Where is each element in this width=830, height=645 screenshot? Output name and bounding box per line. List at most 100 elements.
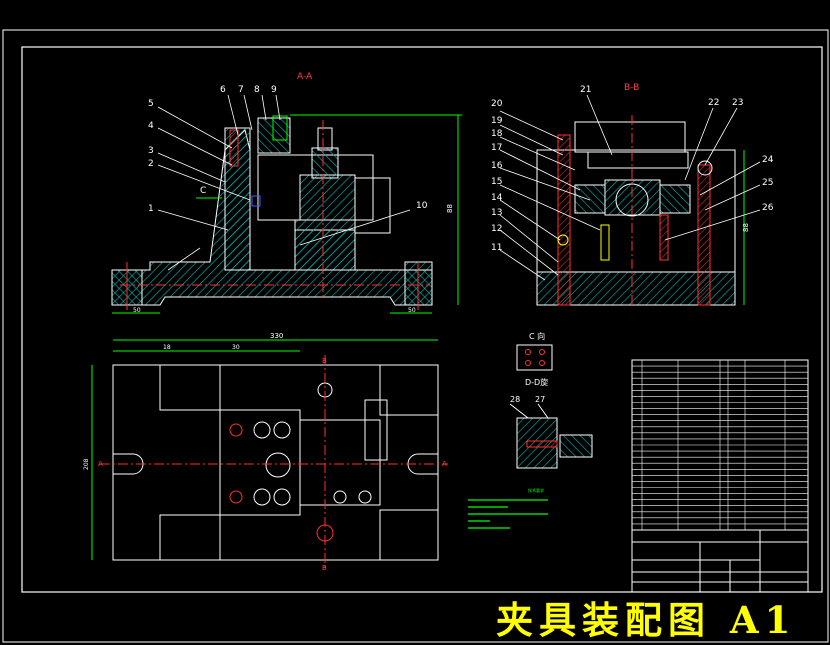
- callout-7: 7: [238, 85, 244, 95]
- callout-27: 27: [535, 395, 545, 404]
- callout-26: 26: [762, 203, 774, 213]
- callout-15: 15: [491, 177, 502, 187]
- bb-left-washer: [557, 234, 569, 246]
- plan-right-post: [364, 399, 388, 461]
- aa-right-part: [354, 177, 391, 234]
- aa-dim-height: 88: [446, 204, 454, 213]
- callout-8: 8: [254, 85, 260, 95]
- arrow-a-right: A: [442, 460, 447, 468]
- aa-bolt-top: [317, 127, 333, 151]
- aa-blue-pin: [251, 195, 261, 207]
- dd-leader-28: [509, 403, 529, 419]
- callout-16: 16: [491, 161, 503, 171]
- dd-leader-27: [537, 403, 549, 419]
- plan-left-slot-top: [159, 364, 221, 411]
- view-c: C 向: [516, 331, 553, 371]
- bb-body: [536, 149, 736, 273]
- plan-hole-3: [253, 421, 271, 439]
- callout-20: 20: [491, 99, 503, 109]
- view-bb-title: B-B: [624, 83, 639, 93]
- plan-disc: [265, 452, 291, 478]
- callout-5: 5: [148, 99, 154, 109]
- c-view-hole-3: [525, 360, 531, 366]
- callout-24: 24: [762, 155, 774, 165]
- aa-leaders: [157, 94, 411, 271]
- bb-right-pad: [659, 184, 691, 214]
- plan-outline: [112, 364, 439, 561]
- bb-right-wheel: [697, 160, 713, 176]
- bb-red-column-r: [697, 164, 711, 306]
- plan-left-slot-bot: [159, 514, 221, 561]
- callout-14: 14: [491, 193, 503, 203]
- bb-leaders: [499, 94, 761, 281]
- aa-green-part: [272, 115, 288, 141]
- view-dd-title: D-D旋: [525, 377, 548, 387]
- callout-21: 21: [580, 85, 591, 95]
- view-aa-title: A-A: [297, 72, 313, 82]
- parts-list: [631, 359, 809, 531]
- plan-right-bolt: [333, 490, 347, 504]
- drawing-title-caption: 夹具装配图 A1: [496, 598, 797, 642]
- plan-dim-width: 330: [270, 332, 283, 340]
- aa-workpiece: [294, 219, 356, 271]
- bb-red-column: [557, 134, 571, 306]
- callout-17: 17: [491, 143, 502, 153]
- callout-25: 25: [762, 178, 773, 188]
- arrow-b-top: B: [322, 357, 327, 365]
- inner-frame: [21, 46, 823, 593]
- callout-28: 28: [510, 395, 520, 404]
- bb-yellow-pin: [600, 224, 610, 261]
- callout-23: 23: [732, 98, 743, 108]
- callout-3: 3: [148, 146, 154, 156]
- plan-hole-6: [273, 488, 291, 506]
- callout-10: 10: [416, 201, 428, 211]
- view-dd: D-D旋 28 27: [509, 377, 593, 469]
- aa-callout-labels: 1 2 3 4 5 6 7 8 9 10: [148, 85, 428, 214]
- outer-frame: [2, 29, 829, 643]
- aa-base-body: [111, 129, 433, 306]
- bb-dim-height: 88: [742, 223, 750, 232]
- c-view-hole-1: [525, 349, 531, 355]
- bb-callout-labels: 11 12 13 14 15 16 17 18 19 20 21 22 23 2…: [491, 85, 774, 253]
- callout-13: 13: [491, 208, 502, 218]
- callout-19: 19: [491, 116, 503, 126]
- tech-notes-title: 技术要求: [528, 487, 544, 493]
- plan-right-bolt-2: [358, 490, 372, 504]
- plan-hole-2: [229, 490, 243, 504]
- aa-slide-hatch: [299, 174, 356, 221]
- plan-dim-30: 30: [232, 344, 240, 351]
- arrow-b-bottom: B: [322, 564, 327, 572]
- callout-22: 22: [708, 98, 719, 108]
- plan-hole-4: [273, 421, 291, 439]
- aa-dim-foot-left: 50: [133, 307, 141, 314]
- plan-hole-5: [253, 488, 271, 506]
- view-aa: A-A 88 50 50 C: [111, 72, 462, 314]
- callout-2: 2: [148, 159, 154, 169]
- aa-clamp-block: [257, 117, 291, 154]
- callout-6: 6: [220, 85, 226, 95]
- callout-1: 1: [148, 204, 154, 214]
- bb-red-pin: [659, 214, 669, 261]
- bb-upper-plate: [587, 151, 689, 169]
- bb-left-pad: [574, 184, 606, 214]
- c-view-body: [516, 344, 553, 371]
- aa-column-screw: [229, 129, 239, 167]
- callout-9: 9: [271, 85, 277, 95]
- title-block: [631, 529, 809, 593]
- plan-right-block-top: [379, 364, 439, 416]
- callout-11: 11: [491, 243, 502, 253]
- view-bb: B-B 88: [491, 83, 774, 306]
- dd-right-block: [559, 434, 593, 458]
- plan-dim-height: 208: [83, 458, 90, 470]
- callout-18: 18: [491, 129, 503, 139]
- c-view-hole-4: [539, 360, 545, 366]
- aa-dim-foot-right: 50: [408, 307, 416, 314]
- c-view-mark: C: [200, 186, 206, 196]
- bb-top-block: [574, 121, 686, 153]
- arrow-a-left: A: [98, 460, 103, 468]
- plan-dim-18: 18: [163, 344, 171, 351]
- callout-12: 12: [491, 224, 502, 234]
- view-c-title: C 向: [529, 331, 545, 341]
- title-block-outline: [631, 529, 809, 593]
